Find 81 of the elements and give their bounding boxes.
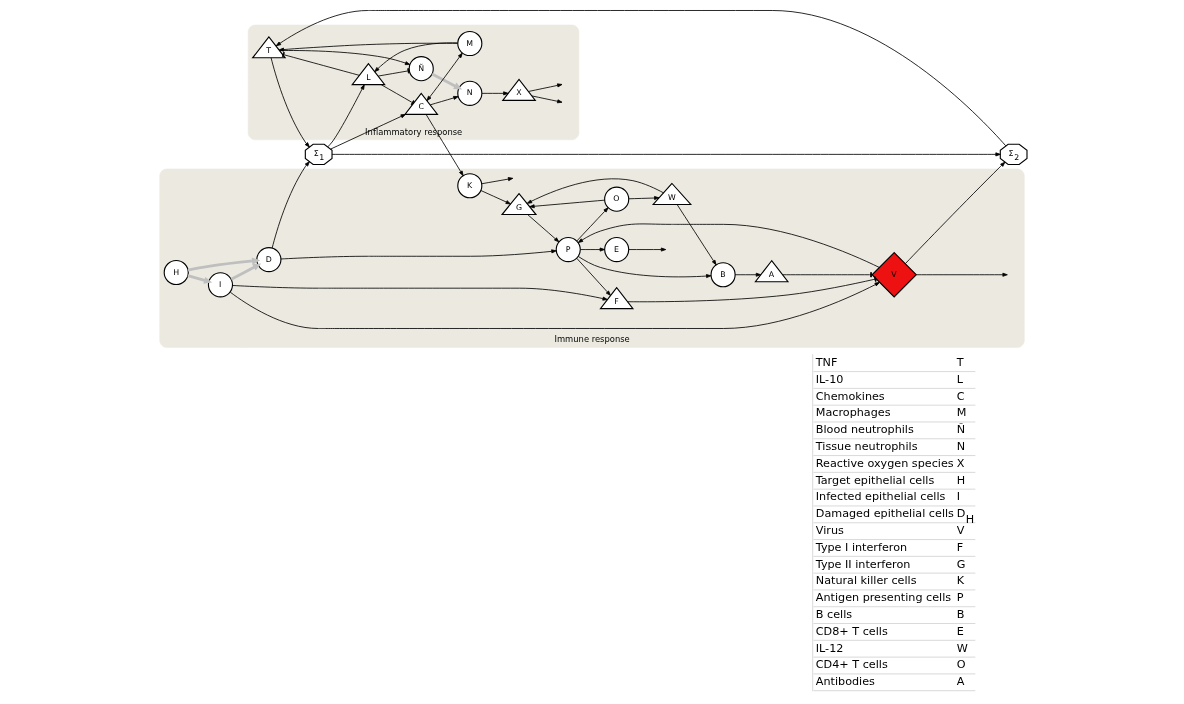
label: Type II interferon	[815, 557, 911, 571]
arrow	[527, 214, 560, 243]
label: CD8+ T cells	[815, 624, 888, 638]
arrow	[330, 113, 406, 150]
connector	[380, 84, 415, 106]
connector	[782, 272, 873, 278]
label: O	[956, 658, 966, 672]
label: Natural killer cells	[815, 574, 917, 588]
arrow	[331, 152, 1001, 157]
label: CD4+ T cells	[815, 658, 888, 672]
arrow	[904, 161, 1006, 264]
label: K	[956, 574, 965, 588]
arrow	[187, 274, 213, 284]
connector	[377, 68, 410, 77]
arrow	[481, 177, 514, 185]
label: Chemokines	[815, 389, 885, 403]
label: Ñ	[956, 423, 966, 437]
label: Type I interferon	[815, 540, 908, 554]
label: Reactive oxygen species	[815, 456, 954, 470]
arrow	[270, 57, 310, 148]
arrow	[576, 257, 611, 296]
label: Blood neutrophils	[815, 423, 914, 437]
label: G	[956, 557, 966, 571]
arrow	[230, 263, 262, 281]
label: A	[956, 675, 965, 689]
label: I	[956, 490, 961, 504]
arrow	[374, 42, 459, 73]
arrow	[431, 72, 463, 90]
arrow	[676, 204, 717, 266]
label: Antigen presenting cells	[815, 591, 952, 605]
arrow	[528, 83, 563, 92]
arrow	[327, 84, 365, 148]
arrow	[526, 178, 664, 204]
arrow	[628, 196, 660, 200]
arrow	[278, 42, 459, 52]
arrow	[529, 199, 606, 209]
label: W	[956, 641, 968, 655]
arrow	[232, 285, 608, 301]
label: P	[956, 591, 964, 605]
arrow	[580, 247, 605, 252]
arrow	[271, 161, 310, 249]
arrow	[426, 52, 463, 102]
label: Tissue neutrophils	[815, 439, 918, 453]
arrow	[187, 257, 261, 272]
arrow	[279, 50, 411, 66]
label: TNF	[815, 356, 838, 369]
connector	[627, 276, 877, 303]
arrow	[734, 272, 762, 277]
arrow	[275, 10, 1007, 147]
label: X	[956, 456, 965, 470]
connector	[281, 51, 360, 76]
label: L	[956, 372, 964, 386]
arrow	[229, 282, 880, 329]
arrow	[280, 249, 557, 260]
label: Virus	[815, 523, 844, 537]
arrow	[425, 114, 464, 176]
arrow	[481, 91, 509, 96]
label: B cells	[815, 607, 853, 621]
arrow	[429, 95, 459, 106]
arrow	[577, 256, 712, 279]
label: N	[956, 439, 966, 453]
label: B	[956, 607, 965, 621]
label: E	[956, 624, 964, 638]
arrow	[531, 95, 563, 104]
label: Infected epithelial cells	[815, 490, 946, 504]
label: IL-10	[815, 372, 844, 386]
label: C	[956, 389, 965, 403]
label: F	[956, 540, 964, 554]
label: Damaged epithelial cells	[815, 507, 954, 521]
label: IL-12	[815, 641, 844, 655]
arrow	[576, 207, 609, 242]
arrow	[628, 247, 667, 252]
arrow	[577, 223, 880, 268]
arrow	[916, 272, 1008, 277]
label: T	[956, 356, 964, 369]
label: M	[956, 406, 967, 420]
arrow	[480, 190, 511, 205]
label: Antibodies	[815, 675, 875, 689]
label: Target epithelial cells	[815, 473, 935, 487]
label: Macrophages	[815, 406, 891, 420]
label: H	[956, 473, 966, 487]
